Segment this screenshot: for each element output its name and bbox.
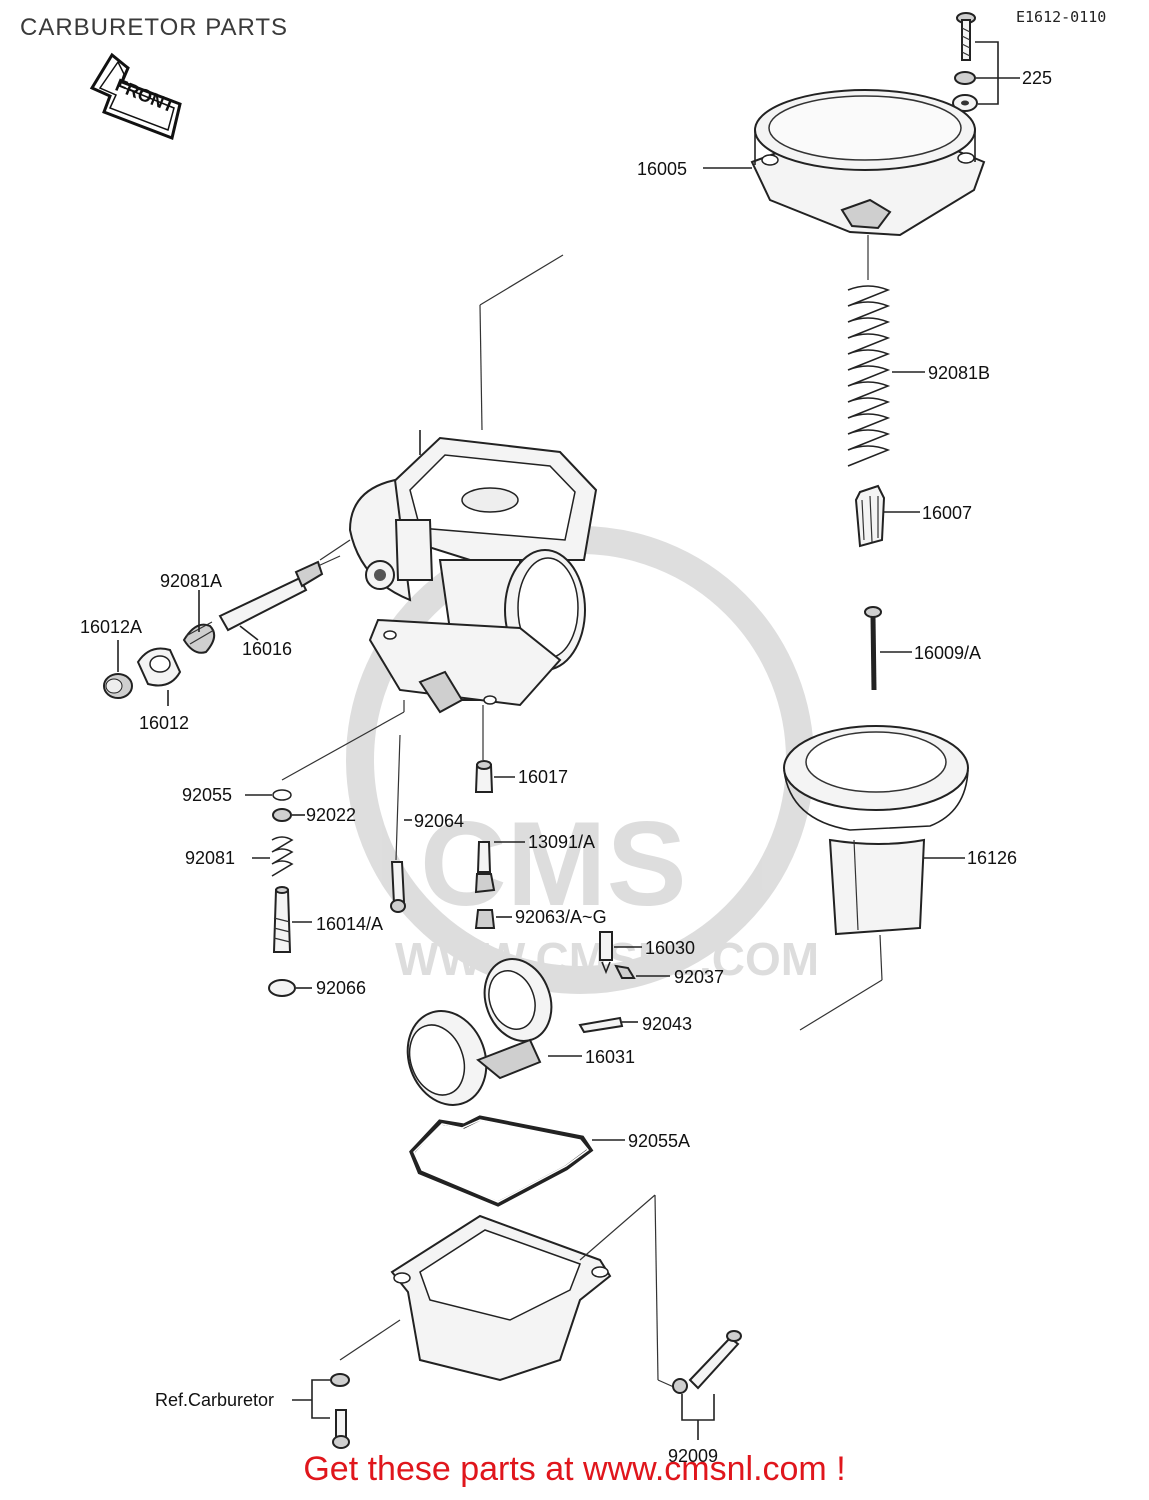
callout-16014A: 16014/A (316, 914, 383, 934)
callout-16007: 16007 (922, 503, 972, 523)
callout-ref-carburetor: Ref.Carburetor (155, 1390, 274, 1410)
diagram-code: E1612-0110 (1016, 8, 1107, 26)
bowl-screws (292, 1319, 401, 1449)
callout-16030: 16030 (645, 938, 695, 958)
float-16031 (406, 958, 638, 1106)
spring-92081B (847, 285, 925, 467)
callout-92081B: 92081B (928, 363, 990, 383)
callout-92066: 92066 (316, 978, 366, 998)
float-bowl (390, 1194, 677, 1389)
callout-16031: 16031 (585, 1047, 635, 1067)
jet-column-center (474, 705, 525, 929)
callout-16012A: 16012A (80, 617, 142, 637)
float-valve-16030 (599, 931, 670, 979)
drain-screw-92009 (672, 1330, 742, 1440)
callout-92081A: 92081A (160, 571, 222, 591)
callout-16016: 16016 (242, 639, 292, 659)
watermark-brand: CMS (420, 797, 687, 931)
screw-225 (952, 12, 1020, 112)
page-title: CARBURETOR PARTS (20, 14, 289, 41)
callout-13091A: 13091/A (528, 832, 595, 852)
callout-16017: 16017 (518, 767, 568, 787)
main-jet-column (245, 700, 405, 997)
callout-16012: 16012 (139, 713, 189, 733)
needle-holder-16007 (854, 484, 920, 548)
front-arrow-icon: FRONT (89, 52, 182, 141)
callout-16005: 16005 (637, 159, 687, 179)
callout-92009: 92009 (668, 1446, 718, 1466)
promo-link[interactable]: Get these parts at www.cmsnl.com ! (303, 1450, 846, 1488)
carb-top-cover-16005 (703, 89, 986, 280)
callout-92055A: 92055A (628, 1131, 690, 1151)
callout-92055: 92055 (182, 785, 232, 805)
callout-92064: 92064 (414, 811, 464, 831)
callout-16009A: 16009/A (914, 643, 981, 663)
screw-92064 (390, 734, 412, 913)
callout-16126: 16126 (967, 848, 1017, 868)
pilot-screw-assembly (103, 555, 341, 706)
jet-needle-16009A (864, 606, 912, 691)
callout-92037: 92037 (674, 967, 724, 987)
carburetor-body (319, 254, 598, 714)
callout-92063: 92063/A~G (515, 907, 607, 927)
callout-225: 225 (1022, 68, 1052, 88)
callout-92043: 92043 (642, 1014, 692, 1034)
callout-92022: 92022 (306, 805, 356, 825)
vacuum-piston-16126 (783, 725, 969, 1031)
gasket-92055A (409, 1115, 625, 1207)
callout-92081: 92081 (185, 848, 235, 868)
